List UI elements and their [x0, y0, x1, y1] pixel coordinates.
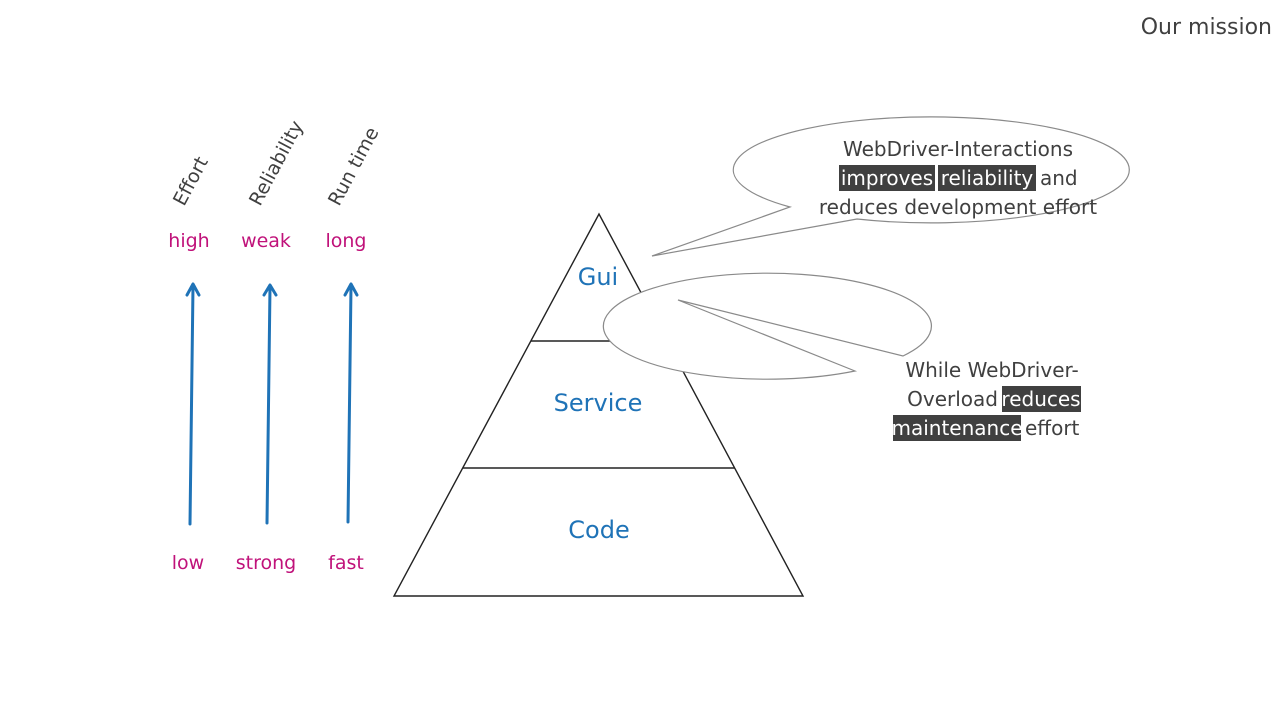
bubble-interactions-line1: WebDriver-Interactions: [843, 137, 1073, 161]
bubble-interactions-improves: improves: [841, 166, 933, 190]
pyramid-layer-gui: Gui: [578, 263, 618, 291]
bubble-overload-maintenance: maintenance: [891, 416, 1022, 440]
axis-arrows: [185, 282, 359, 526]
axis-top-effort: high: [168, 230, 209, 252]
speech-bubble-overload: While WebDriver- Overload reduces mainte…: [602, 272, 1081, 441]
axis-top-reliability: weak: [241, 230, 291, 252]
test-pyramid: Gui Service Code: [392, 212, 805, 597]
pyramid-layer-service: Service: [554, 389, 643, 417]
axis-top-run-time: long: [325, 230, 366, 252]
highlight-reliability: [938, 165, 1036, 191]
highlight-improves: [839, 165, 935, 191]
arrow-run-time: [346, 284, 353, 524]
axis-label-run-time: Run time: [324, 124, 384, 210]
axis-bottom-reliability: strong: [236, 552, 296, 574]
pyramid-layer-code: Code: [568, 516, 629, 544]
highlight-reduces: [1002, 386, 1081, 412]
bubble-interactions-line3: reduces development effort: [819, 195, 1097, 219]
slide-title: Our mission: [1141, 15, 1272, 40]
bubble-overload-reduces: reduces: [1001, 387, 1080, 411]
bubble-overload-line1: While WebDriver-: [905, 358, 1078, 382]
highlight-maintenance: [893, 415, 1021, 441]
axis-label-effort: Effort: [169, 153, 213, 209]
bubble-interactions-and: and: [1040, 166, 1078, 190]
arrow-run-time-head: [343, 282, 359, 297]
arrow-reliability: [265, 285, 272, 525]
pyramid-outline: [392, 212, 805, 597]
arrow-reliability-head: [262, 283, 278, 297]
bubble-interactions-reliability: reliability: [941, 166, 1034, 190]
bubble-overload-overload: Overload: [907, 387, 998, 411]
speech-bubble-interactions: WebDriver-Interactions improves reliabil…: [651, 116, 1130, 257]
axis-bottom-run-time: fast: [328, 552, 364, 574]
bubble-outline-overload: [602, 272, 932, 380]
arrow-effort: [188, 284, 195, 526]
axis-bottom-effort: low: [172, 552, 204, 574]
arrow-effort-head: [185, 282, 201, 297]
bubble-overload-effort: effort: [1025, 416, 1080, 440]
axis-label-reliability: Reliability: [245, 117, 308, 209]
